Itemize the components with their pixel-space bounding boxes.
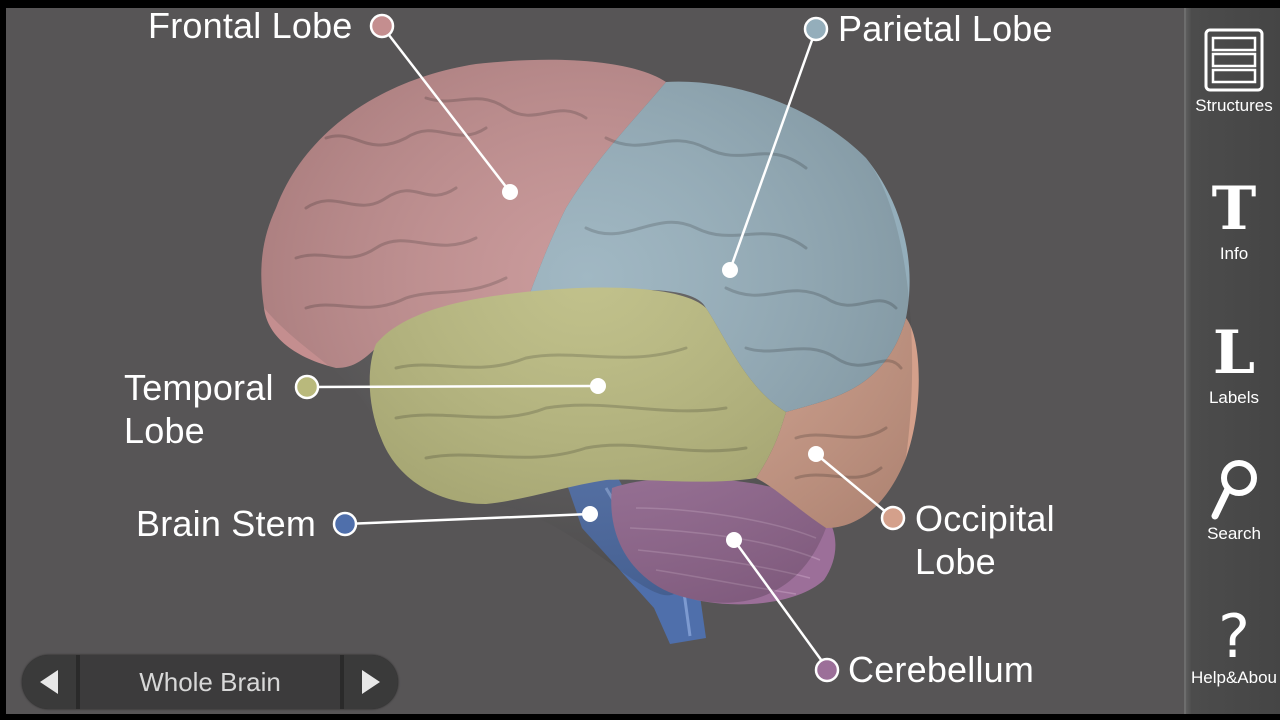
search-icon bbox=[1211, 460, 1257, 520]
brain-model[interactable] bbox=[6, 8, 1184, 714]
label-leader-lines bbox=[306, 25, 894, 669]
help-icon: ? bbox=[1218, 602, 1250, 672]
occipital-lobe-label[interactable]: Occipital Lobe bbox=[915, 497, 1055, 583]
occipital-lobe-marker[interactable] bbox=[880, 505, 906, 531]
brain-stem-label-text: Brain Stem bbox=[136, 503, 317, 544]
structure-pins bbox=[502, 184, 824, 548]
sidebar-item-info-label: Info bbox=[1219, 244, 1249, 263]
structures-list-icon bbox=[1204, 28, 1264, 92]
cerebellum-label-text: Cerebellum bbox=[848, 649, 1035, 690]
sidebar: Structures T Info L Labels Search ? Help… bbox=[1184, 8, 1280, 714]
parietal-lobe-label-text: Parietal Lobe bbox=[838, 8, 1053, 49]
triangle-right-icon bbox=[362, 670, 380, 694]
cerebellum-marker[interactable] bbox=[814, 657, 840, 683]
temporal-lobe-marker[interactable] bbox=[294, 374, 320, 400]
next-structure-button[interactable] bbox=[344, 655, 398, 709]
parietal-lobe-marker[interactable] bbox=[803, 16, 829, 42]
triangle-left-icon bbox=[40, 670, 58, 694]
sidebar-item-search-label: Search bbox=[1207, 524, 1261, 543]
frontal-lobe-label[interactable]: Frontal Lobe bbox=[148, 4, 353, 47]
sidebar-item-labels[interactable]: L Labels bbox=[1186, 322, 1280, 408]
sidebar-item-help-label: Help&Abou bbox=[1190, 668, 1277, 687]
cerebellum-label[interactable]: Cerebellum bbox=[848, 648, 1034, 691]
previous-structure-button[interactable] bbox=[22, 655, 76, 709]
occipital-lobe-label-line2: Lobe bbox=[915, 541, 996, 582]
structure-navigator: Whole Brain bbox=[22, 655, 398, 709]
brain-stem-marker[interactable] bbox=[332, 511, 358, 537]
temporal-lobe-label[interactable]: Temporal Lobe bbox=[124, 366, 274, 452]
temporal-lobe-label-line1: Temporal bbox=[124, 367, 274, 408]
brain-stem-label[interactable]: Brain Stem bbox=[136, 502, 316, 545]
occipital-lobe-label-line1: Occipital bbox=[915, 498, 1055, 539]
sidebar-item-structures-label: Structures bbox=[1195, 96, 1273, 115]
sidebar-item-help[interactable]: ? Help&Abou bbox=[1186, 606, 1280, 688]
frontal-lobe-marker[interactable] bbox=[369, 13, 395, 39]
temporal-lobe-label-line2: Lobe bbox=[124, 410, 205, 451]
brain-viewport[interactable]: Frontal Lobe Parietal Lobe Temporal Lobe… bbox=[6, 5, 1184, 714]
parietal-lobe-label[interactable]: Parietal Lobe bbox=[838, 7, 1053, 50]
info-icon: T bbox=[1211, 174, 1257, 244]
labels-icon: L bbox=[1212, 318, 1256, 388]
sidebar-item-search[interactable]: Search bbox=[1186, 458, 1280, 544]
current-structure-title: Whole Brain bbox=[80, 655, 340, 709]
sidebar-item-labels-label: Labels bbox=[1208, 388, 1260, 407]
sidebar-item-info[interactable]: T Info bbox=[1186, 178, 1280, 264]
frontal-lobe-label-text: Frontal Lobe bbox=[148, 5, 353, 46]
sidebar-item-structures[interactable]: Structures bbox=[1186, 28, 1280, 116]
